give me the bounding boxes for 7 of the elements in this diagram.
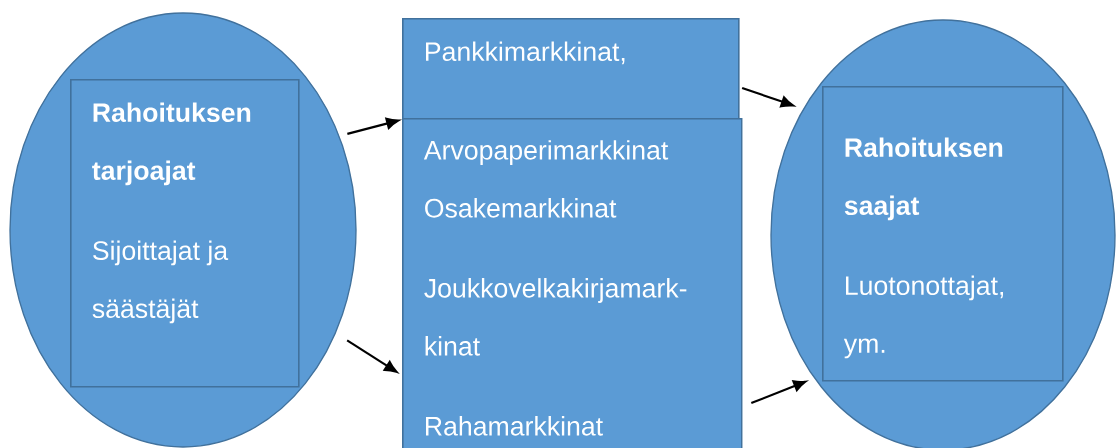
arrow (347, 117, 400, 135)
arrow (741, 86, 794, 108)
arrow (346, 339, 398, 373)
arrow (750, 380, 807, 405)
text-box: Rahoituksen saajat Luotonottajat, ym. (822, 86, 1064, 382)
text-box: Pankkimarkkinat, (402, 18, 740, 120)
text-box: Rahoituksen tarjoajat Sijoittajat ja säästäjät (70, 79, 300, 388)
